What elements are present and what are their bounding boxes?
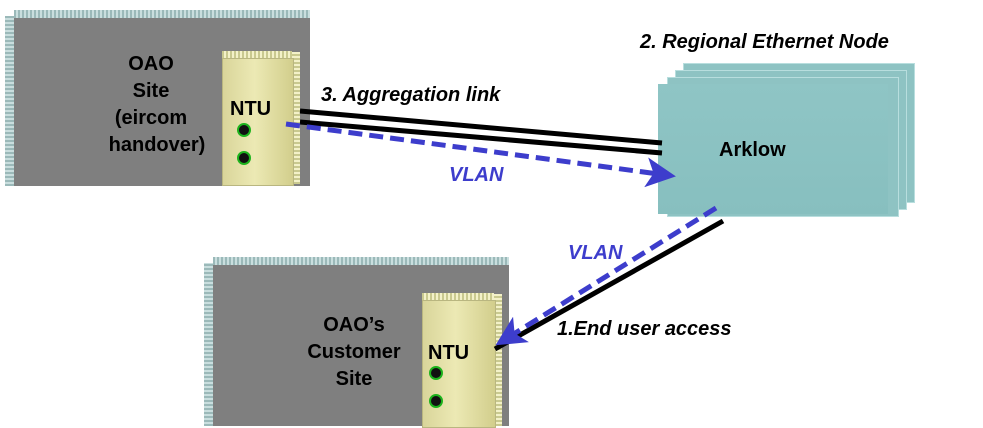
- customer-ntu-led-2: [429, 394, 443, 408]
- oao-ntu-led-2: [237, 151, 251, 165]
- oao-ntu-device: [222, 58, 294, 186]
- customer-ntu-right-edge: [494, 294, 502, 426]
- vlan-top-label: VLAN: [449, 164, 504, 186]
- regional-node-title: 2. Regional Ethernet Node: [640, 31, 889, 53]
- vlan-bottom-label: VLAN: [568, 242, 623, 264]
- oao-site-top-edge: [14, 10, 310, 19]
- oao-site-line: OAO: [128, 53, 174, 75]
- aggregation-link-label: 3. Aggregation link: [321, 84, 501, 106]
- oao-site-line: handover): [108, 134, 206, 156]
- oao-ntu-top-edge: [222, 51, 292, 59]
- customer-ntu-led-1: [429, 366, 443, 380]
- oao-ntu-right-edge: [292, 52, 300, 184]
- end-user-access-line: [493, 218, 725, 352]
- customer-ntu-label: NTU: [428, 342, 470, 364]
- aggregation-link-line-1: [299, 108, 663, 146]
- customer-site-top-edge: [213, 257, 509, 266]
- customer-site-label: OAO’s Customer Site: [293, 312, 415, 393]
- customer-ntu-top-edge: [422, 293, 494, 301]
- vlan-top-arrow: [285, 121, 676, 188]
- oao-ntu-led-1: [237, 123, 251, 137]
- customer-site-left-edge: [204, 263, 213, 426]
- customer-site-line: Customer: [307, 341, 401, 363]
- arklow-node-box: [658, 84, 888, 214]
- end-user-access-label: 1.End user access: [557, 318, 732, 340]
- oao-site-line: (eircom: [114, 107, 188, 129]
- customer-site-line: OAO’s: [323, 314, 385, 336]
- customer-site-line: Site: [335, 368, 373, 390]
- arklow-label: Arklow: [719, 139, 786, 161]
- oao-site-line: Site: [132, 80, 170, 102]
- oao-ntu-label: NTU: [230, 98, 272, 120]
- oao-site-label: OAO Site (eircom handover): [96, 51, 206, 159]
- aggregation-link-line-2: [299, 119, 663, 156]
- oao-site-left-edge: [5, 16, 14, 186]
